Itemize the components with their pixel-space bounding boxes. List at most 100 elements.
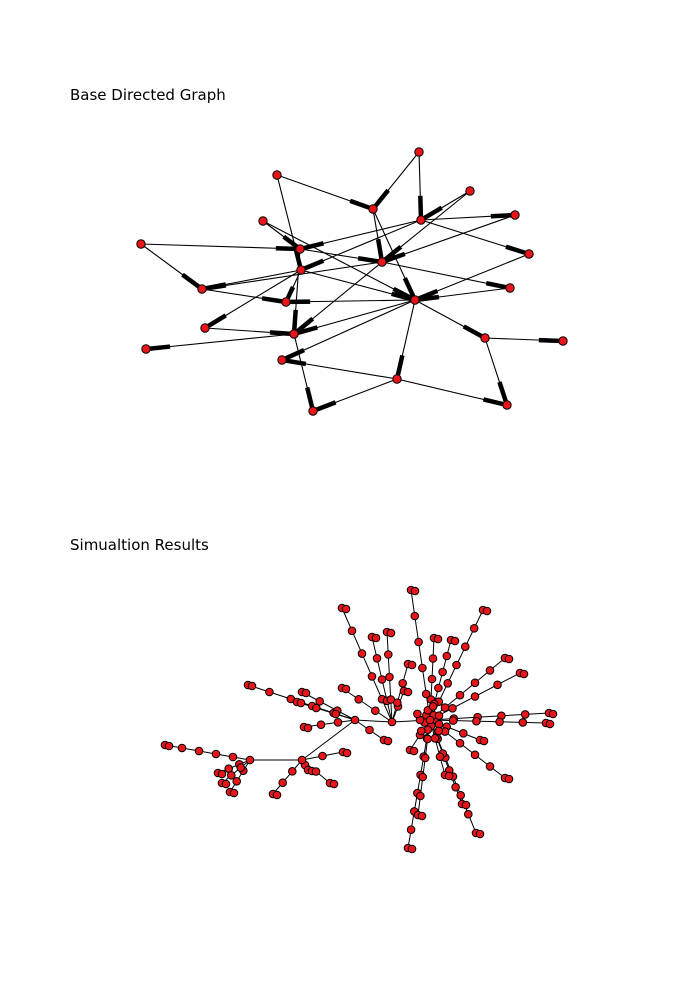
sim-node <box>423 734 432 744</box>
graph-node <box>289 329 299 339</box>
sim-node <box>386 628 396 638</box>
graph-node <box>258 216 268 226</box>
sim-node <box>272 790 282 800</box>
edge <box>145 333 295 350</box>
graph-node <box>308 406 318 416</box>
sim-node <box>440 703 450 712</box>
sim-node <box>357 649 367 658</box>
edge-arrowhead <box>402 277 416 298</box>
edge-arrowhead <box>292 309 298 330</box>
sim-node <box>433 634 443 644</box>
graph-node <box>502 400 512 410</box>
sim-node <box>413 709 422 719</box>
sim-edge <box>303 719 356 728</box>
sim-node <box>456 791 466 800</box>
sim-node <box>403 687 413 697</box>
sim-node <box>365 725 374 735</box>
edge-arrowhead <box>538 337 559 344</box>
edge-arrowhead <box>375 238 384 259</box>
sim-node <box>333 718 343 727</box>
edge-arrowhead <box>261 296 283 304</box>
sim-node <box>342 748 352 758</box>
sim-node <box>442 651 452 661</box>
edge-arrowhead <box>385 251 406 263</box>
edge-arrowhead <box>505 244 526 255</box>
edge-arrowhead <box>357 255 379 264</box>
sim-node <box>417 811 427 821</box>
sim-node <box>288 767 297 776</box>
graph-node <box>410 295 420 305</box>
sim-node <box>414 637 423 647</box>
graph-node <box>392 374 402 384</box>
sim-node <box>425 715 435 725</box>
sim-node <box>350 715 360 725</box>
sim-node <box>470 750 480 760</box>
sim-node <box>485 666 495 675</box>
edge-arrowhead <box>462 324 483 338</box>
sim-node <box>430 734 440 743</box>
sim-node <box>341 604 351 614</box>
sim-node <box>318 751 327 761</box>
edge <box>262 220 416 301</box>
sim-node <box>421 689 431 699</box>
sim-node <box>367 672 377 681</box>
edge-arrowhead <box>395 354 405 376</box>
graph-node <box>295 244 305 254</box>
sim-node <box>459 729 468 738</box>
sim-node <box>472 716 481 726</box>
sim-edge <box>301 719 356 761</box>
edge-arrowhead <box>423 205 443 220</box>
graph-node <box>377 257 387 267</box>
sim-node <box>316 720 326 730</box>
edge-arrowhead <box>295 316 315 334</box>
sim-node <box>331 709 341 719</box>
edge <box>140 243 301 250</box>
sim-node <box>452 660 461 670</box>
sim-edge <box>391 663 409 723</box>
sim-node <box>469 624 479 633</box>
sim-node <box>217 769 227 779</box>
sim-node <box>470 692 480 701</box>
sim-node <box>371 706 380 716</box>
sim-node <box>427 674 437 684</box>
sim-node <box>493 680 502 690</box>
sim-node <box>418 663 427 673</box>
sim-node <box>409 746 419 756</box>
sim-node <box>407 844 417 854</box>
sim-node <box>450 636 460 646</box>
sim-node <box>485 762 495 771</box>
sim-node <box>164 741 174 751</box>
sim-edge <box>301 691 356 721</box>
edge-arrowhead <box>391 291 412 302</box>
panel-title-simulation-results: Simualtion Results <box>70 536 209 554</box>
sim-node <box>518 718 528 727</box>
sim-node <box>407 660 417 670</box>
edge <box>281 299 416 361</box>
edge-arrowhead <box>304 258 325 271</box>
sim-node <box>245 755 255 765</box>
edge-arrowhead <box>490 212 511 219</box>
sim-node <box>278 778 288 788</box>
edge-arrowhead <box>207 313 227 328</box>
edge-arrowhead <box>497 381 508 402</box>
sim-node <box>434 683 443 693</box>
graph-node <box>197 284 207 294</box>
sim-node <box>418 772 428 782</box>
sim-node <box>301 688 311 698</box>
sim-node <box>461 642 470 652</box>
sim-node <box>265 687 274 697</box>
sim-node <box>227 771 236 780</box>
sim-node <box>410 611 420 621</box>
sim-edge <box>410 589 431 721</box>
sim-edge <box>221 759 251 784</box>
sim-node <box>428 702 438 711</box>
sim-node <box>448 704 457 713</box>
sim-node <box>470 678 480 688</box>
sim-node <box>417 726 426 736</box>
sim-node <box>479 736 489 746</box>
sim-node <box>221 779 231 789</box>
sim-node <box>296 698 306 708</box>
sim-node <box>455 738 465 748</box>
